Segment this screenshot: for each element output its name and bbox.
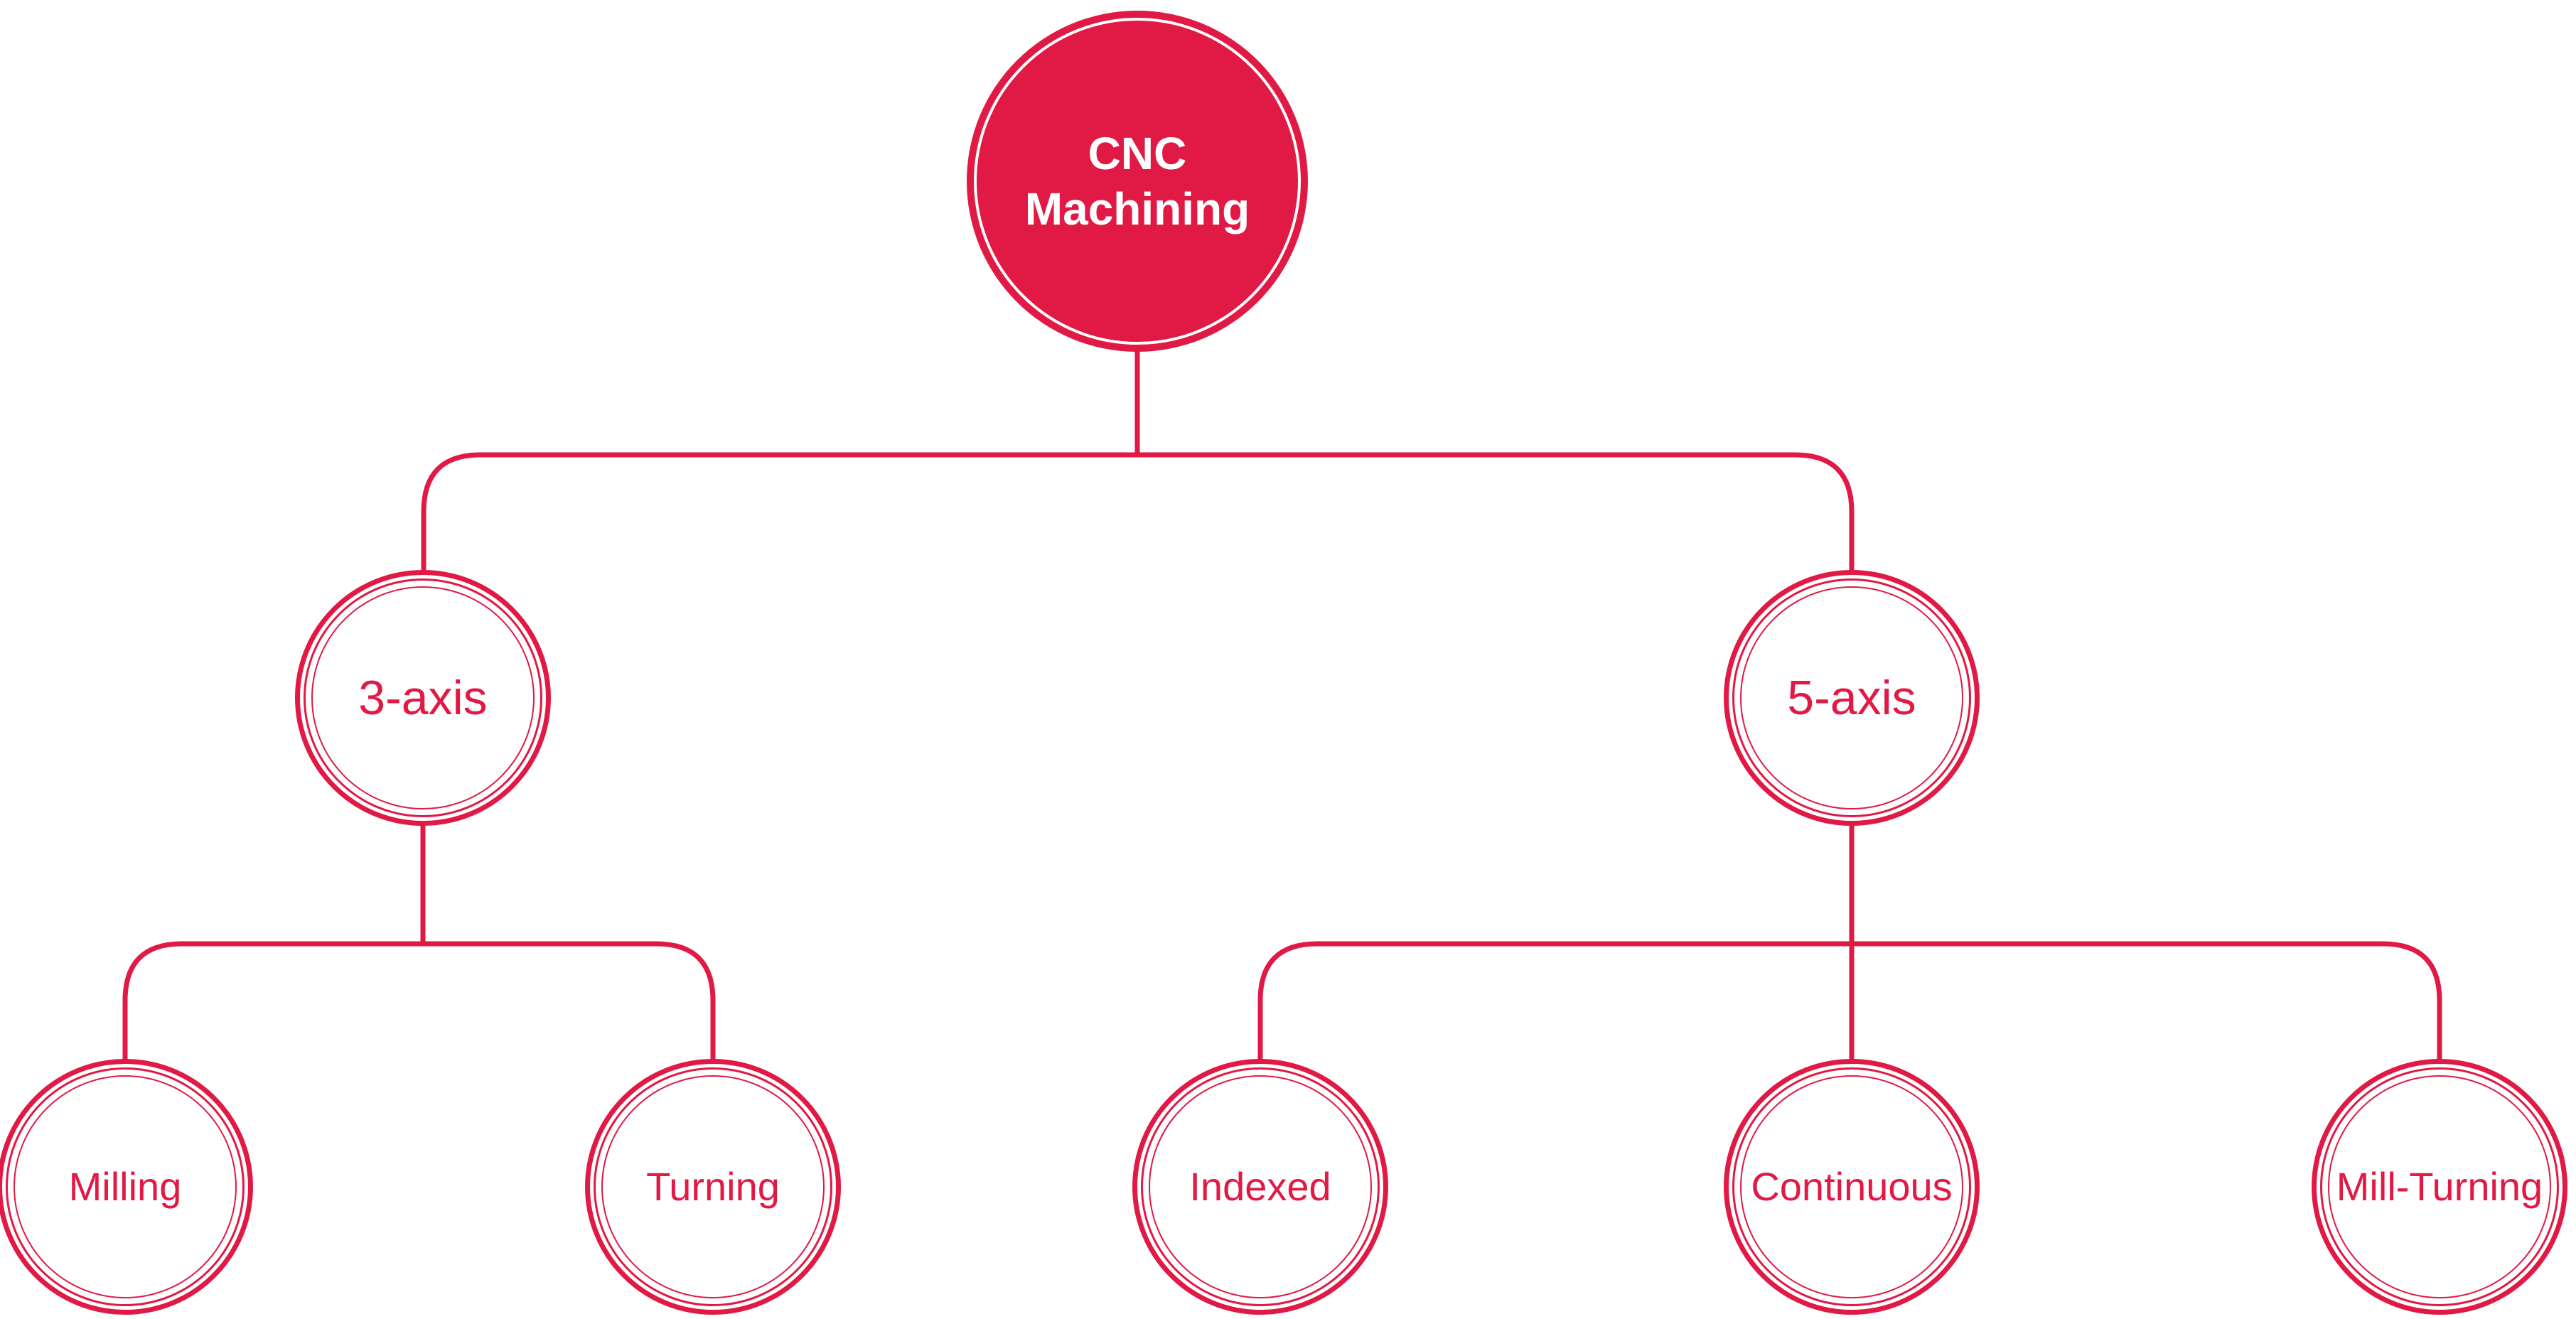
node-label: 5-axis: [1787, 670, 1916, 725]
node-label: 3-axis: [358, 670, 488, 725]
node-label: Mill-Turning: [2336, 1163, 2543, 1209]
node-label: Milling: [68, 1163, 182, 1209]
connector-5axis-rail: [1257, 941, 2442, 1060]
connector-3axis-rail: [122, 941, 716, 1060]
node-label: Turning: [646, 1163, 780, 1209]
node-label: CNC Machining: [1024, 127, 1250, 235]
node-indexed: Indexed: [1132, 1059, 1388, 1315]
node-3-axis: 3-axis: [295, 570, 551, 826]
node-turning: Turning: [585, 1059, 841, 1315]
node-cnc-machining: CNC Machining: [967, 11, 1308, 352]
node-label: Continuous: [1751, 1163, 1953, 1209]
node-continuous: Continuous: [1724, 1059, 1980, 1315]
node-mill-turning: Mill-Turning: [2312, 1059, 2567, 1315]
connector-level1-rail: [421, 452, 1855, 571]
node-5-axis: 5-axis: [1724, 570, 1980, 826]
node-milling: Milling: [0, 1059, 253, 1315]
node-label: Indexed: [1189, 1163, 1331, 1209]
